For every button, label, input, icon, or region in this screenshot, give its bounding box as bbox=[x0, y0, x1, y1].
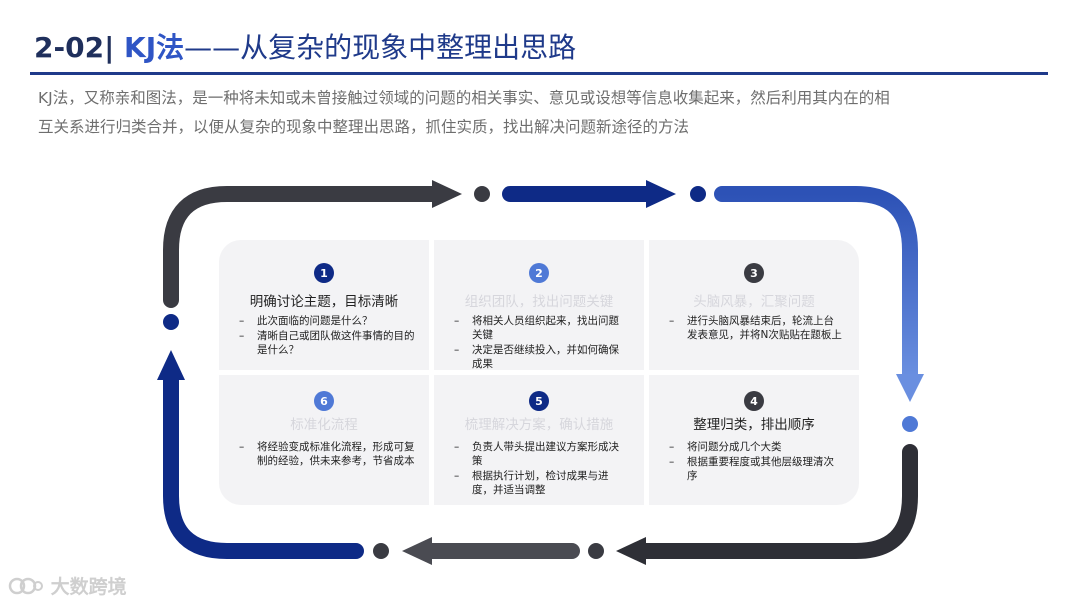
list-item: 根据重要程度或其他层级理清次序 bbox=[669, 455, 844, 483]
section-number: 2-02| bbox=[34, 31, 115, 64]
dot-bottom-2 bbox=[373, 543, 389, 559]
arrowhead-top-left bbox=[432, 180, 462, 208]
steps-panel: 1 明确讨论主题，目标清晰 此次面临的问题是什么？ 清晰自己或团队做这件事情的目… bbox=[219, 240, 859, 505]
step-card-1: 1 明确讨论主题，目标清晰 此次面临的问题是什么？ 清晰自己或团队做这件事情的目… bbox=[219, 240, 429, 370]
step-badge-6: 6 bbox=[314, 391, 334, 411]
step-points-6: 将经验变成标准化流程，形成可复制的经验，供未来参考，节省成本 bbox=[239, 440, 419, 469]
dot-left bbox=[163, 314, 179, 330]
list-item: 根据执行计划，检讨成果与进度，并适当调整 bbox=[454, 469, 629, 497]
page-title: 2-02| KJ法——从复杂的现象中整理出思路 bbox=[34, 26, 576, 66]
step-card-6: 6 标准化流程 将经验变成标准化流程，形成可复制的经验，供未来参考，节省成本 bbox=[219, 375, 429, 505]
step-badge-2: 2 bbox=[529, 263, 549, 283]
list-item: 决定是否继续投入，并如何确保成果 bbox=[454, 343, 629, 371]
title-kj: KJ法 bbox=[124, 31, 185, 64]
step-title-4: 整理归类，排出顺序 bbox=[693, 417, 815, 433]
title-subtitle: ——从复杂的现象中整理出思路 bbox=[184, 31, 577, 64]
list-item: 将经验变成标准化流程，形成可复制的经验，供未来参考，节省成本 bbox=[239, 440, 419, 468]
arrowhead-bottom-middle bbox=[402, 537, 432, 565]
dot-bottom-1 bbox=[588, 543, 604, 559]
dot-top-1 bbox=[474, 186, 490, 202]
step-title-5: 梳理解决方案，确认措施 bbox=[464, 417, 614, 433]
list-item: 负责人带头提出建议方案形成决策 bbox=[454, 440, 629, 468]
list-item: 清晰自己或团队做这件事情的目的是什么？ bbox=[239, 329, 424, 357]
arrowhead-top-middle bbox=[646, 180, 676, 208]
step-points-5: 负责人带头提出建议方案形成决策 根据执行计划，检讨成果与进度，并适当调整 bbox=[454, 440, 629, 498]
watermark-logo: 大数跨境 bbox=[8, 572, 127, 599]
arrowhead-left bbox=[157, 350, 185, 380]
step-points-4: 将问题分成几个大类 根据重要程度或其他层级理清次序 bbox=[669, 440, 844, 484]
logo-icon bbox=[8, 577, 43, 595]
step-badge-1: 1 bbox=[314, 263, 334, 283]
list-item: 将相关人员组织起来，找出问题关键 bbox=[454, 314, 629, 342]
description: KJ法，又称亲和图法，是一种将未知或未曾接触过领域的问题的相关事实、意见或设想等… bbox=[38, 84, 1043, 142]
dot-top-2 bbox=[690, 186, 706, 202]
step-points-1: 此次面临的问题是什么？ 清晰自己或团队做这件事情的目的是什么？ bbox=[239, 314, 424, 358]
step-title-2: 组织团队，找出问题关键 bbox=[464, 294, 614, 310]
arrow-bottom-right bbox=[634, 444, 918, 559]
step-card-4: 4 整理归类，排出顺序 将问题分成几个大类 根据重要程度或其他层级理清次序 bbox=[649, 375, 859, 505]
arrow-top-left bbox=[163, 186, 444, 308]
title-underline bbox=[30, 72, 1048, 75]
step-badge-5: 5 bbox=[529, 391, 549, 411]
watermark-text: 大数跨境 bbox=[50, 576, 127, 598]
step-points-3: 进行头脑风暴结束后，轮流上台发表意见，并将N次贴贴在题板上 bbox=[669, 314, 844, 343]
step-card-3: 3 头脑风暴，汇聚问题 进行头脑风暴结束后，轮流上台发表意见，并将N次贴贴在题板… bbox=[649, 240, 859, 370]
step-badge-3: 3 bbox=[744, 263, 764, 283]
dot-right bbox=[902, 416, 918, 432]
arrow-top-right bbox=[714, 186, 918, 384]
step-card-2: 2 组织团队，找出问题关键 将相关人员组织起来，找出问题关键 决定是否继续投入，… bbox=[434, 240, 644, 370]
list-item: 将问题分成几个大类 bbox=[669, 440, 844, 454]
description-line-1: KJ法，又称亲和图法，是一种将未知或未曾接触过领域的问题的相关事实、意见或设想等… bbox=[38, 89, 890, 107]
description-line-2: 互关系进行归类合并，以便从复杂的现象中整理出思路，抓住实质，找出解决问题新途径的… bbox=[38, 118, 690, 136]
step-title-6: 标准化流程 bbox=[290, 417, 358, 433]
step-title-3: 头脑风暴，汇聚问题 bbox=[693, 294, 815, 310]
arrowhead-bottom-right bbox=[616, 537, 646, 565]
list-item: 此次面临的问题是什么？ bbox=[239, 314, 424, 328]
step-badge-4: 4 bbox=[744, 391, 764, 411]
step-card-5: 5 梳理解决方案，确认措施 负责人带头提出建议方案形成决策 根据执行计划，检讨成… bbox=[434, 375, 644, 505]
arrow-bottom-left bbox=[163, 370, 364, 559]
arrowhead-right bbox=[896, 374, 924, 402]
list-item: 进行头脑风暴结束后，轮流上台发表意见，并将N次贴贴在题板上 bbox=[669, 314, 844, 342]
step-points-2: 将相关人员组织起来，找出问题关键 决定是否继续投入，并如何确保成果 bbox=[454, 314, 629, 372]
step-title-1: 明确讨论主题，目标清晰 bbox=[249, 294, 399, 310]
